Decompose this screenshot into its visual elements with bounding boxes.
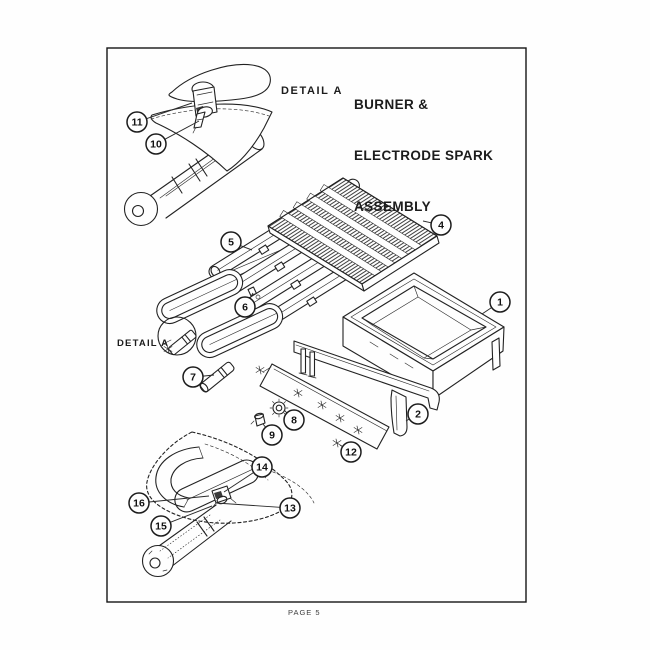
callout-number-1: 1	[497, 297, 503, 309]
support-bar	[293, 340, 440, 411]
page-title: BURNER & ELECTRODE SPARK ASSEMBLY	[354, 62, 493, 232]
callout-16: 16	[128, 492, 210, 514]
callout-number-7: 7	[190, 372, 196, 384]
callout-leader-6	[249, 292, 254, 299]
callout-12: 12	[339, 441, 362, 463]
callout-8: 8	[283, 409, 305, 431]
panel-end-cap	[390, 389, 408, 437]
callout-1: 1	[481, 291, 511, 315]
callout-leader-5	[240, 245, 253, 251]
detail-a-zone-circle	[157, 316, 197, 356]
bottom-burner-view	[141, 431, 315, 578]
callout-leader-1	[481, 307, 492, 315]
callout-number-4: 4	[438, 220, 444, 232]
callout-circle-16	[128, 492, 150, 514]
detail-a-label-top: DETAIL A	[281, 85, 344, 97]
page-number: PAGE 5	[288, 608, 321, 617]
control-panel	[250, 363, 408, 450]
electrode-cap	[250, 412, 266, 427]
callout-circle-14	[251, 456, 273, 478]
callout-circle-11	[126, 111, 148, 133]
title-line-3: ASSEMBLY	[354, 199, 431, 214]
callout-4: 4	[422, 214, 452, 236]
callout-leader-14	[223, 472, 254, 493]
callout-14: 14	[223, 456, 273, 493]
callout-circle-5	[220, 231, 242, 253]
callout-leader-16	[148, 495, 210, 503]
callout-number-14: 14	[256, 462, 268, 474]
callout-6: 6	[234, 292, 256, 318]
callout-number-9: 9	[269, 430, 275, 442]
callout-leader-11	[146, 102, 193, 120]
page-border	[106, 47, 527, 603]
callout-number-10: 10	[150, 139, 162, 151]
callout-circle-8	[283, 409, 305, 431]
callout-number-8: 8	[291, 415, 297, 427]
callout-11: 11	[126, 102, 193, 133]
callout-13: 13	[215, 497, 301, 519]
callout-circle-13	[279, 497, 301, 519]
callout-circle-10	[145, 133, 167, 155]
callout-leader-15	[170, 505, 213, 523]
callout-circle-4	[430, 214, 452, 236]
callout-number-15: 15	[155, 521, 167, 533]
callout-number-13: 13	[284, 503, 296, 515]
callout-leader-10	[164, 120, 200, 140]
callout-number-12: 12	[345, 447, 357, 459]
callout-circle-6	[234, 296, 256, 318]
callout-7: 7	[182, 366, 215, 388]
callout-leader-7	[202, 374, 215, 377]
callout-10: 10	[145, 120, 200, 155]
callout-circle-1	[489, 291, 511, 313]
callout-number-5: 5	[228, 237, 234, 249]
callout-number-16: 16	[133, 498, 145, 510]
callout-5: 5	[220, 231, 253, 253]
callout-15: 15	[150, 505, 213, 537]
callout-circle-2	[407, 403, 429, 425]
callout-2: 2	[405, 403, 429, 425]
callout-9: 9	[261, 423, 283, 446]
h-burner-assembly	[156, 269, 284, 393]
callout-circle-7	[182, 366, 204, 388]
title-line-1: BURNER &	[354, 97, 429, 112]
firebox-tray	[342, 272, 505, 400]
callout-leader-4	[422, 220, 432, 224]
callout-number-11: 11	[131, 117, 142, 129]
callout-leader-13	[215, 502, 281, 508]
detail-a-top-view	[123, 63, 273, 227]
detail-a-label-side: DETAIL A	[117, 338, 170, 349]
igniter-button	[269, 398, 289, 418]
cooking-grate	[267, 177, 440, 292]
venturi-tube	[141, 504, 232, 578]
callout-circle-15	[150, 515, 172, 537]
callout-number-6: 6	[242, 302, 248, 314]
title-line-2: ELECTRODE SPARK	[354, 148, 494, 163]
callout-circle-12	[340, 441, 362, 463]
callout-circle-9	[261, 424, 283, 446]
callout-number-2: 2	[415, 409, 421, 421]
